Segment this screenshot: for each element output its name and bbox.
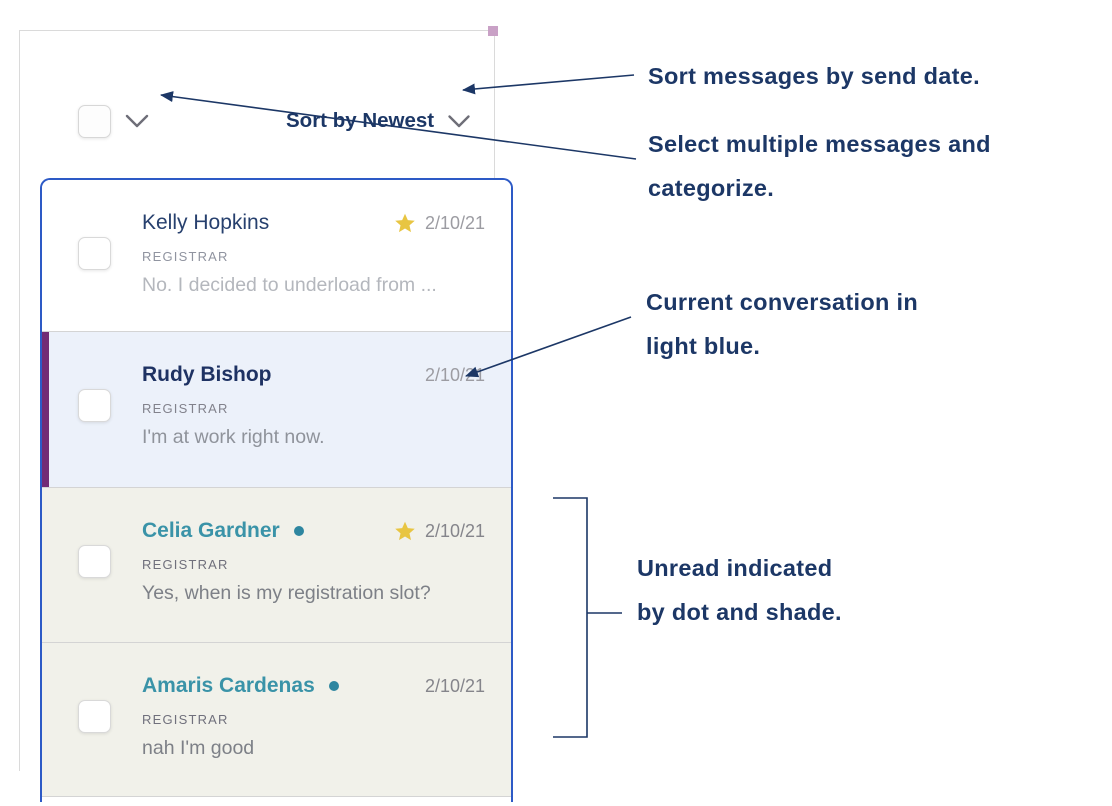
sender-role: REGISTRAR [142,712,229,727]
sender-role: REGISTRAR [142,401,229,416]
sender-name: Celia Gardner [142,519,280,542]
unread-dot-icon [328,681,339,691]
message-list-item[interactable]: Kelly Hopkins 2/10/21 REGISTRAR No. I de… [42,180,511,331]
sender-name: Rudy Bishop [142,363,272,386]
sort-dropdown-label: Sort by Newest [286,109,435,132]
sender-name: Kelly Hopkins [142,211,270,234]
message-preview: nah I'm good [142,737,255,759]
sort-chevron-down-icon [448,114,470,127]
message-list-item[interactable]: Celia Gardner 2/10/21 REGISTRAR Yes, whe… [42,487,511,642]
message-content: Kelly Hopkins 2/10/21 REGISTRAR No. I de… [142,211,485,297]
message-list: Kelly Hopkins 2/10/21 REGISTRAR No. I de… [40,178,513,802]
unread-dot-icon [293,526,304,536]
message-pane: Sort by Newest Kelly Hopkins 2/10/21 REG… [19,30,513,802]
message-content: Amaris Cardenas 2/10/21 REGISTRAR nah I'… [142,674,485,760]
message-content: Rudy Bishop 2/10/21 REGISTRAR I'm at wor… [142,363,485,449]
annotation-line: Unread indicated [637,555,833,581]
message-checkbox[interactable] [78,237,111,270]
message-content: Celia Gardner 2/10/21 REGISTRAR Yes, whe… [142,519,485,605]
message-preview: No. I decided to underload from ... [142,274,437,296]
sender-role: REGISTRAR [142,249,229,264]
annotation-line: Current conversation in [646,289,918,315]
annotation-line: Select multiple messages and [648,131,991,157]
annotation-line: by dot and shade. [637,599,842,625]
message-date: 2/10/21 [424,520,485,541]
message-date: 2/10/21 [424,212,485,233]
select-options-chevron-down-icon[interactable] [124,113,150,129]
message-list-item[interactable]: Rudy Bishop 2/10/21 REGISTRAR I'm at wor… [42,331,511,487]
message-preview: Yes, when is my registration slot? [142,582,431,604]
annotation-sort: Sort messages by send date. [648,54,980,98]
message-date: 2/10/21 [424,364,485,385]
sender-role: REGISTRAR [142,557,229,572]
annotation-current: Current conversation in light blue. [646,280,918,368]
sort-dropdown[interactable]: Sort by Newest [286,109,471,133]
annotation-unread: Unread indicated by dot and shade. [637,546,842,634]
message-checkbox[interactable] [78,389,111,422]
message-preview: I'm at work right now. [142,426,325,448]
message-date: 2/10/21 [424,675,485,696]
message-checkbox[interactable] [78,700,111,733]
star-icon[interactable] [394,521,416,542]
annotation-select: Select multiple messages and categorize. [648,122,991,210]
sender-name: Amaris Cardenas [142,674,315,697]
message-list-item[interactable]: Amaris Cardenas 2/10/21 REGISTRAR nah I'… [42,642,511,796]
star-icon[interactable] [394,213,416,234]
annotation-line: categorize. [648,175,775,201]
scrollbar-thumb[interactable] [488,26,498,36]
message-checkbox[interactable] [78,545,111,578]
bracket-unread-range [553,497,588,738]
select-all-checkbox[interactable] [78,105,111,138]
annotation-line: light blue. [646,333,761,359]
current-conversation-bar [42,332,49,487]
annotation-line: Sort messages by send date. [648,63,981,89]
